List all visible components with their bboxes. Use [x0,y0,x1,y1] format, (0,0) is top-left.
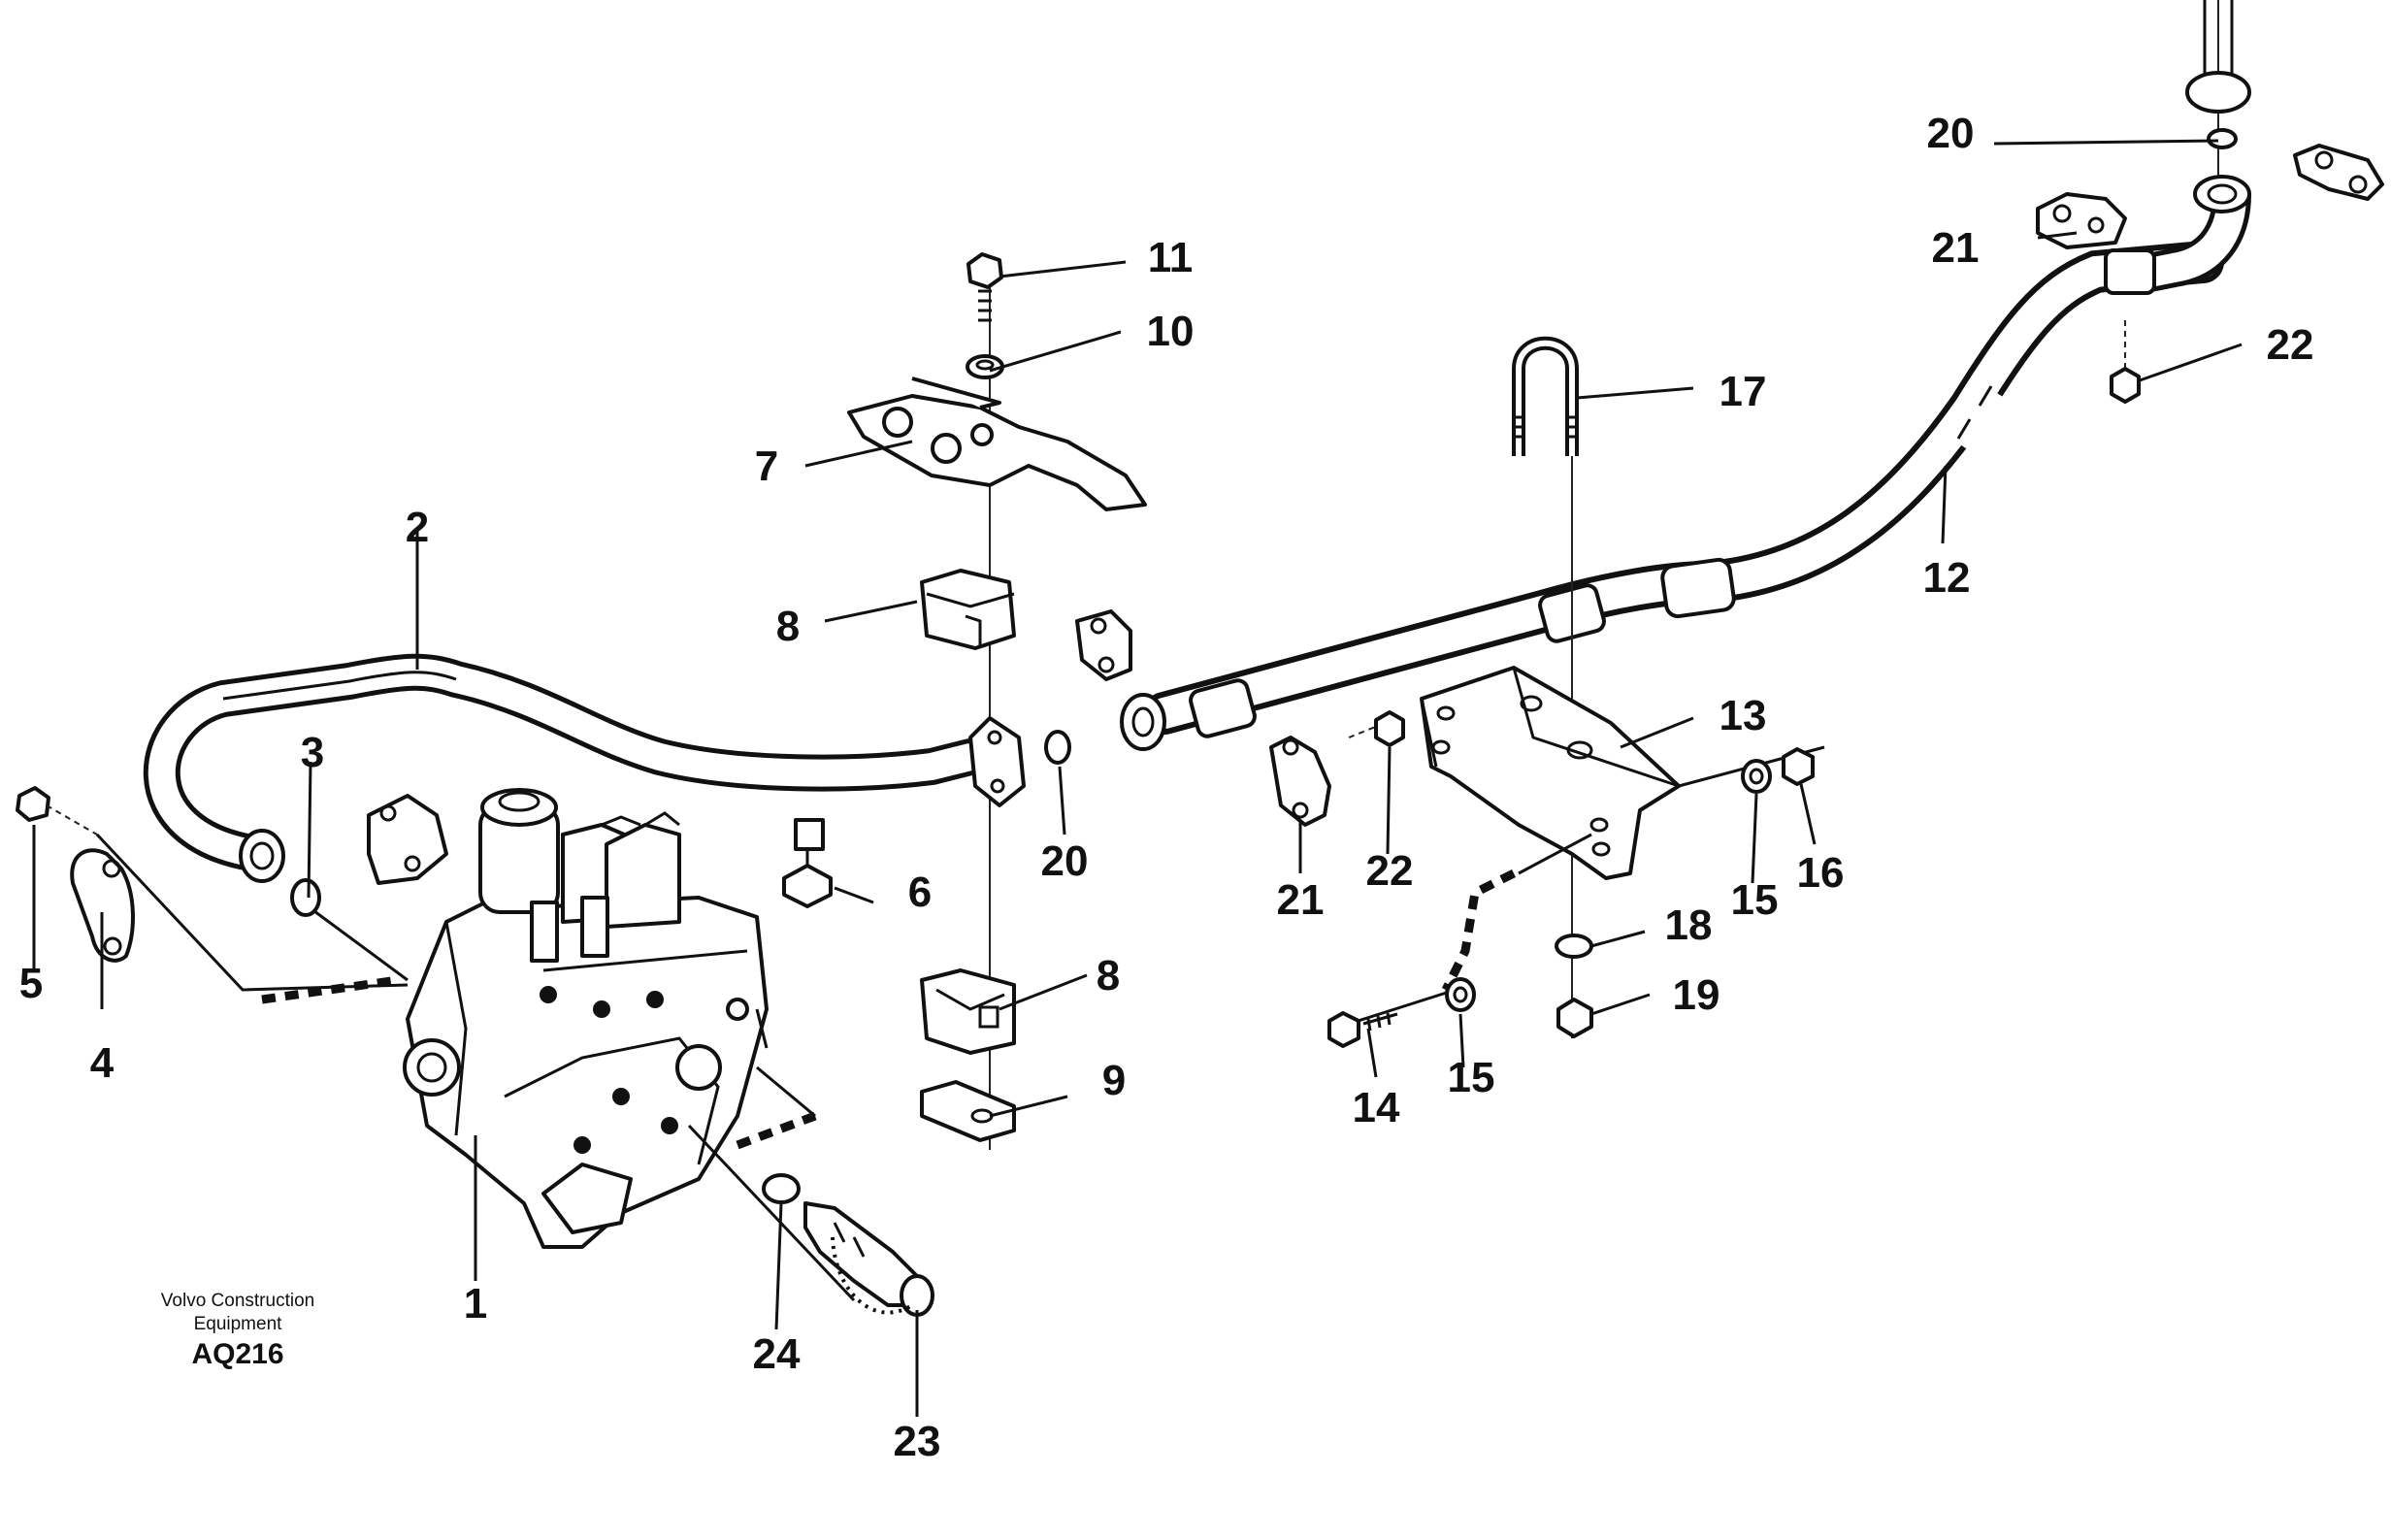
diagram-caption: Volvo Construction Equipment AQ216 [161,1291,314,1370]
hose-2 [143,653,989,883]
callout-10: 10 [1147,308,1195,355]
flange-half-upper-loose [1075,609,1132,681]
washer-18 [1555,934,1593,959]
control-valve-1 [403,788,769,1249]
assembly-line-14-15 [1348,988,1457,1026]
caption-brand-line-2: Equipment [194,1314,283,1334]
clamp-block-8-lower [920,968,1016,1055]
assembly-line-23-24 [687,1124,856,1302]
callout-15-right: 15 [1731,876,1779,924]
caption-code: AQ216 [191,1338,283,1370]
caption-brand-line-1: Volvo Construction [161,1291,314,1311]
upper-pipe-connector [2185,0,2251,213]
bracket-plate-7 [847,377,1147,511]
callout-24: 24 [753,1330,801,1378]
callout-19: 19 [1673,971,1720,1019]
hidden-line-right [736,1111,817,1150]
clamp-block-8-upper [920,569,1016,650]
callout-21-top: 21 [1932,224,1980,272]
assembly-line-right [756,1065,816,1118]
callout-9: 9 [1102,1057,1126,1104]
plate-9 [920,1080,1016,1142]
bolt-14 [1327,1011,1398,1048]
flange-half-4 [70,848,135,963]
hidden-line-13-15 [1441,868,1517,993]
callout-12: 12 [1923,554,1971,602]
callout-20-top: 20 [1927,110,1975,157]
bolt-22-top [2110,320,2141,404]
u-bolt-17 [1512,336,1579,456]
assembly-line-4-5 [95,833,409,992]
callout-3: 3 [301,729,324,776]
flange-half-21-top [2036,192,2127,249]
bolt-11 [966,252,1003,322]
callout-4: 4 [90,1039,115,1087]
flange-half-top-loose [2293,144,2384,201]
callout-5: 5 [19,960,43,1007]
o-ring-24 [762,1173,801,1204]
callout-23: 23 [894,1418,941,1465]
o-ring-20-center [1044,730,1071,765]
callout-8-upper: 8 [776,603,800,650]
flange-half-21-center [1269,736,1331,827]
callout-2: 2 [406,504,429,551]
o-ring-3 [290,878,321,917]
callout-20-center: 20 [1041,837,1089,885]
callout-17: 17 [1720,368,1767,415]
callout-22-top: 22 [2267,321,2314,369]
union-6 [782,818,833,908]
callout-18: 18 [1665,901,1713,949]
washer-15-right [1741,759,1772,794]
nut-19 [1556,998,1593,1038]
bracket-13 [1420,666,1681,880]
callout-22-center: 22 [1366,847,1414,895]
washer-10 [966,354,1004,379]
callout-6: 6 [908,868,932,916]
leader-lines [32,139,2243,1417]
flange-half-loose [367,794,448,885]
hose-12 [1120,193,2251,751]
washer-15-lower [1445,977,1476,1012]
nut-16 [1782,747,1815,786]
callout-11: 11 [1148,234,1194,281]
callout-15-lower: 15 [1448,1054,1495,1101]
callout-13: 13 [1720,692,1767,739]
flange-center [968,716,1026,807]
callout-16: 16 [1797,849,1845,897]
bolt-22-center [1348,710,1405,747]
callout-8-lower: 8 [1097,952,1120,999]
callout-7: 7 [755,442,778,490]
assembly-line-13 [1518,833,1592,875]
callout-21-center: 21 [1277,876,1325,924]
callout-1: 1 [464,1280,487,1327]
test-coupling-23 [803,1201,934,1317]
callout-14: 14 [1353,1084,1400,1131]
bolt-5 [16,786,98,836]
